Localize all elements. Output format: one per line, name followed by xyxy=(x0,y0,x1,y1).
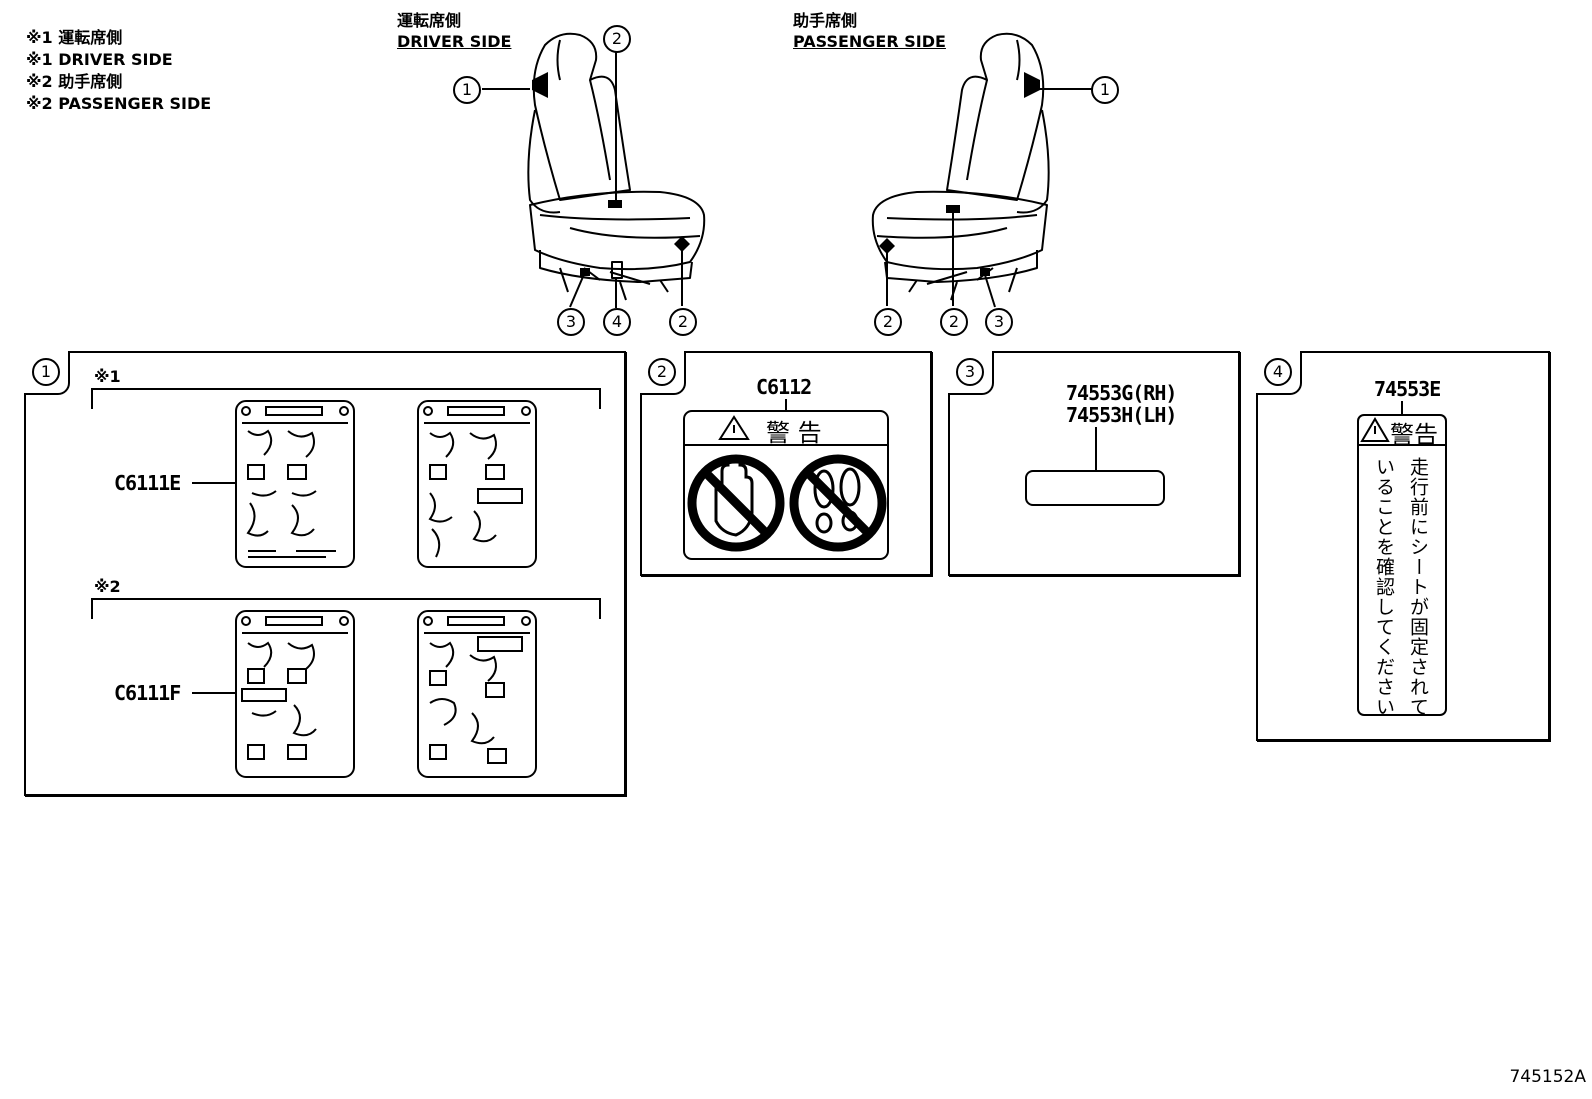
label-card-c6111f-back xyxy=(417,610,537,778)
panel-4-artwork xyxy=(1357,401,1447,716)
part-number-74553h: 74553H(LH) xyxy=(1066,403,1177,427)
part-number-c6111e: C6111E xyxy=(114,471,181,495)
legend-line-1: ※1 運転席側 xyxy=(26,28,123,47)
callout-2-driver-top: 2 xyxy=(603,25,631,53)
warning-text-c6112: 警 告 xyxy=(766,419,822,447)
legend-line-2: ※1 DRIVER SIDE xyxy=(26,50,173,69)
panel-1-tab: 1 xyxy=(24,351,70,395)
plate-74553 xyxy=(1025,470,1165,506)
legend-line-3: ※2 助手席側 xyxy=(26,72,123,91)
panel-1-mark-driver: ※1 xyxy=(94,367,121,386)
label-card-c6111e-back xyxy=(417,400,537,568)
panel-4-tab: 4 xyxy=(1256,351,1302,395)
seat-illustrations xyxy=(482,32,1092,308)
panel-3-artwork xyxy=(1025,427,1165,506)
panel-1-seat-labels: 1 ※1 ※2 C6111E C6111F xyxy=(24,351,626,796)
panel-3-plate: 3 74553G(RH) 74553H(LH) xyxy=(948,351,1240,576)
panel-2-warning-label: 2 C6112 警 告 xyxy=(640,351,932,576)
label-card-c6111e-front xyxy=(235,400,355,568)
callout-3-driver: 3 xyxy=(557,308,585,336)
drawing-reference-number: 745152A xyxy=(1509,1067,1586,1087)
part-number-c6111f: C6111F xyxy=(114,681,181,705)
passenger-side-en: PASSENGER SIDE xyxy=(793,32,946,51)
panel-1-mark-passenger: ※2 xyxy=(94,577,121,596)
panel-2-tab: 2 xyxy=(640,351,686,395)
callout-3-passenger: 3 xyxy=(985,308,1013,336)
warning-label-74553e xyxy=(1357,414,1447,716)
warning-body-line-1: 走行前にシートが固定されて xyxy=(1407,457,1429,717)
panel-1-callout: 1 xyxy=(32,358,60,386)
no-step-icon xyxy=(789,454,887,552)
panel-3-tab: 3 xyxy=(948,351,994,395)
driver-side-en: DRIVER SIDE xyxy=(397,32,512,51)
warning-label-c6112 xyxy=(683,410,889,560)
warning-text-74553e: 警告 xyxy=(1390,421,1438,449)
callout-1-driver: 1 xyxy=(453,76,481,104)
part-number-74553g: 74553G(RH) xyxy=(1066,381,1177,405)
callout-1-passenger: 1 xyxy=(1091,76,1119,104)
callout-4-driver: 4 xyxy=(603,308,631,336)
part-number-c6112: C6112 xyxy=(756,375,812,399)
passenger-side-heading: 助手席側 PASSENGER SIDE xyxy=(793,10,946,52)
panel-1-artwork xyxy=(91,388,601,778)
callout-2-driver-bottom: 2 xyxy=(669,308,697,336)
warning-body-line-2: いることを確認してください xyxy=(1373,457,1395,717)
legend-line-4: ※2 PASSENGER SIDE xyxy=(26,94,212,113)
driver-side-heading: 運転席側 DRIVER SIDE xyxy=(397,10,511,52)
panel-2-callout: 2 xyxy=(648,358,676,386)
callout-2-passenger-mid: 2 xyxy=(940,308,968,336)
passenger-side-jp: 助手席側 xyxy=(793,11,858,30)
driver-side-jp: 運転席側 xyxy=(397,11,462,30)
panel-4-callout: 4 xyxy=(1264,358,1292,386)
panel-3-callout: 3 xyxy=(956,358,984,386)
label-card-c6111f-front xyxy=(235,610,355,778)
panel-4-warning-label: 4 74553E 警告 走行前にシートが固定されて いることを確認してください xyxy=(1256,351,1550,741)
panel-2-artwork xyxy=(683,399,889,560)
no-touch-icon xyxy=(687,454,785,552)
callout-2-passenger-left: 2 xyxy=(874,308,902,336)
part-number-74553e: 74553E xyxy=(1374,377,1441,401)
passenger-seat-drawing xyxy=(871,32,1050,301)
